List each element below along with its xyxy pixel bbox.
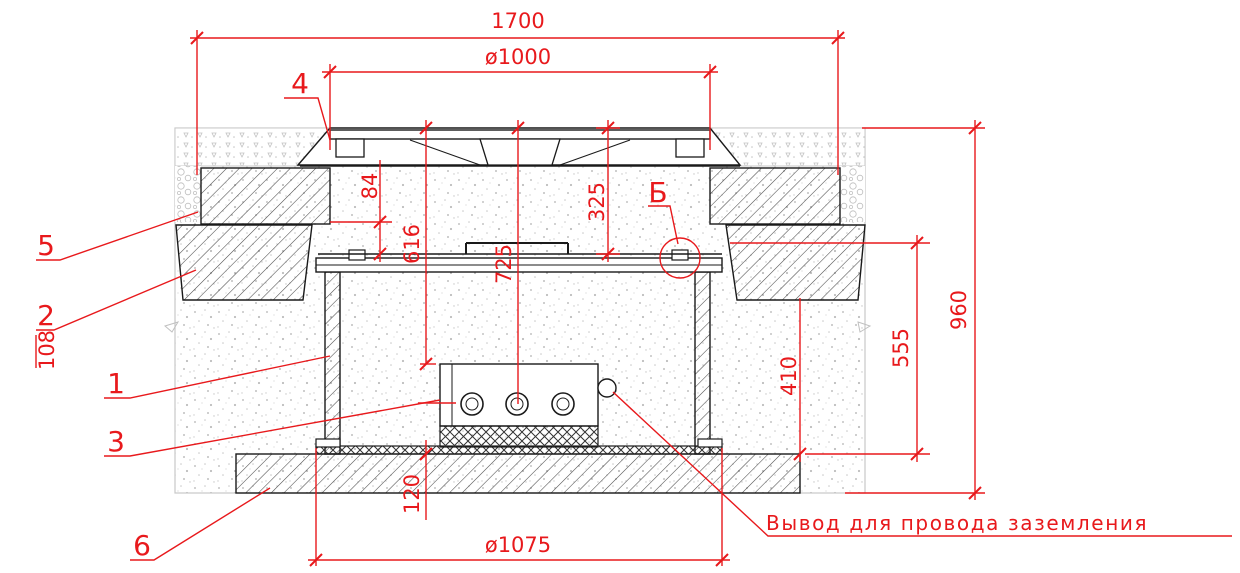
bolt-right: [671, 249, 689, 261]
chamber-wall-right: [694, 271, 711, 455]
bolt-left: [348, 249, 366, 261]
cable-entry-2-inner: [510, 397, 524, 411]
support-slab-right: [725, 224, 866, 301]
callout-3: 3: [107, 425, 125, 458]
chamber: [315, 242, 723, 455]
callout-detail-b: Б: [648, 176, 667, 209]
topsoil-right: [711, 127, 866, 167]
cover-hub: [479, 138, 561, 166]
support-slab-left: [175, 224, 313, 301]
dimension-ticks: [190, 31, 982, 567]
callout-5: 5: [37, 229, 55, 262]
manhole-cover: [296, 127, 742, 167]
cable-entry-3: [551, 392, 575, 416]
callout-1: 1: [107, 367, 125, 400]
dim-ring-height: 84: [358, 173, 382, 200]
cable-entry-3-inner: [556, 397, 570, 411]
cover-rib-left: [409, 139, 481, 166]
dim-base-thickness: 120: [400, 474, 424, 514]
pavement-slab-right: [709, 167, 841, 225]
cover-lock-left: [335, 138, 365, 158]
callout-2: 2: [37, 299, 55, 332]
support-slab: [175, 224, 866, 301]
ground-terminal: [597, 378, 617, 398]
break-mark-left: [163, 321, 180, 333]
dim-chamber-height: 555: [889, 328, 913, 368]
bottom-flange-left: [315, 438, 341, 448]
base-slab: [235, 453, 801, 494]
cable-entry-2: [505, 392, 529, 416]
callout-2-note: 108: [35, 330, 59, 370]
dim-depth-616: 616: [400, 224, 424, 264]
gravel-right: [840, 166, 865, 222]
dim-chamber-diameter: ø1075: [485, 533, 551, 557]
leader-lines: [36, 97, 1232, 561]
callout-4: 4: [291, 67, 309, 100]
cover-plate: [329, 129, 711, 140]
cover-lock-right: [675, 138, 705, 158]
bottom-flange-right: [697, 438, 723, 448]
pavement-slabs: [200, 167, 841, 225]
dimension-lines: [190, 30, 985, 566]
cable-entry-1-inner: [465, 397, 479, 411]
cable-entry-1: [460, 392, 484, 416]
dim-depth-725: 725: [492, 244, 516, 284]
callout-6: 6: [133, 529, 151, 562]
cover-rib-right: [559, 139, 631, 166]
dim-top-width: 1700: [491, 9, 544, 33]
break-mark-right: [857, 321, 872, 333]
grounding-wire-note: Вывод для провода заземления: [766, 511, 1148, 535]
cable-box-base: [439, 425, 599, 448]
detail-circle-b: [659, 237, 701, 279]
cable-box: [439, 363, 617, 448]
dim-slab-to-base: 410: [777, 356, 801, 396]
dim-total-height: 960: [947, 290, 971, 330]
chamber-wall-left: [324, 271, 341, 455]
dim-cover-diameter: ø1000: [485, 45, 551, 69]
dim-depth-325: 325: [585, 182, 609, 222]
pavement-slab-left: [200, 167, 331, 225]
